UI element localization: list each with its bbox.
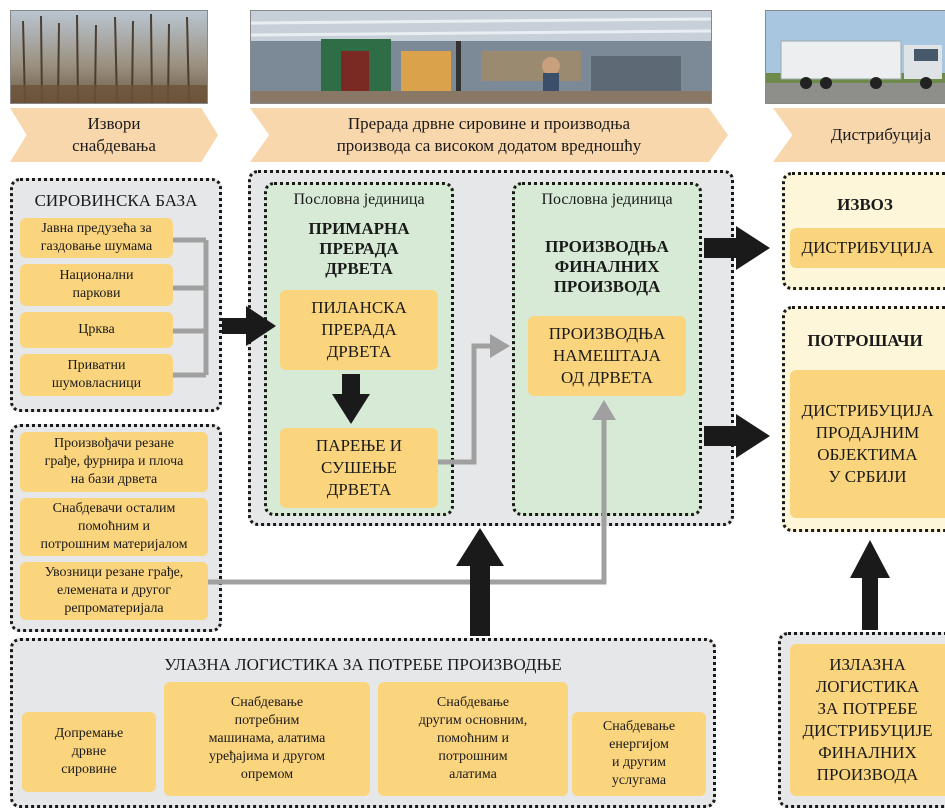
inbound-logistics-title: УЛАЗНА ЛОГИСТИКА ЗА ПОТРЕБЕ ПРОИЗВОДЊЕ bbox=[164, 655, 562, 674]
supplier-auxiliary-materials: Снабдевачи осталим помоћним и потрошним … bbox=[20, 498, 208, 556]
outbound-logistics-box: ИЗЛАЗНА ЛОГИСТИКА ЗА ПОТРЕБЕ ДИСТРИБУЦИЈ… bbox=[790, 644, 945, 796]
importers-to-furniture-arrowhead bbox=[592, 400, 616, 420]
raw-source-national-parks: Национални паркови bbox=[20, 264, 173, 306]
raw-source-private-owners: Приватни шумовласници bbox=[20, 354, 173, 396]
drying-to-furniture-connector bbox=[438, 343, 492, 465]
drying-to-furniture-arrowhead bbox=[490, 334, 510, 358]
truck-photo bbox=[765, 10, 945, 104]
consumers-title: ПОТРОШАЧИ bbox=[807, 331, 923, 350]
inbound-tools-supply: Снабдевање другим основним, помоћним и п… bbox=[378, 682, 568, 796]
inbound-to-processing-arrow bbox=[456, 528, 504, 636]
header-distribution: Дистрибуција bbox=[773, 108, 945, 162]
export-title: ИЗВОЗ bbox=[837, 195, 893, 214]
raw-source-bracket bbox=[173, 237, 209, 378]
steaming-drying-box: ПАРЕЊЕ И СУШЕЊЕ ДРВЕТА bbox=[280, 428, 438, 508]
primary-unit-title: ПРИМАРНА ПРЕРАДА ДРВЕТА bbox=[308, 219, 410, 278]
inbound-raw-wood-delivery: Допремање дрвне сировине bbox=[22, 712, 156, 792]
furniture-production-box: ПРОИЗВОДЊА НАМЕШТАЈА ОД ДРВЕТА bbox=[528, 316, 686, 396]
forest-photo bbox=[10, 10, 208, 104]
supplier-sawn-timber: Произвођачи резане грађе, фурнира и плоч… bbox=[20, 432, 208, 492]
inbound-machinery-supply: Снабдевање потребним машинама, алатима у… bbox=[164, 682, 370, 796]
final-to-consumers-arrow bbox=[704, 414, 770, 458]
retail-distribution-box: ДИСТРИБУЦИЈА ПРОДАЈНИМ ОБЈЕКТИМА У СРБИЈ… bbox=[790, 370, 945, 518]
final-unit-title: ПРОИЗВОДЊА ФИНАЛНИХ ПРОИЗВОДА bbox=[545, 237, 669, 296]
final-to-export-arrow bbox=[704, 226, 770, 270]
header-processing: Прерада дрвне сировине и производња прои… bbox=[250, 108, 728, 162]
factory-photo bbox=[250, 10, 712, 104]
sawmill-processing-box: ПИЛАНСКА ПРЕРАДА ДРВЕТА bbox=[280, 290, 438, 370]
final-unit-label: Пословна јединица bbox=[541, 191, 673, 208]
raw-base-to-sawmill-arrow bbox=[222, 306, 276, 346]
header-sources: Извори снабдевања bbox=[10, 108, 218, 162]
supplier-importers: Увозници резане грађе, елемената и друго… bbox=[20, 562, 208, 620]
outbound-to-consumers-arrow bbox=[850, 540, 890, 630]
raw-source-public-enterprises: Јавна предузећа за газдовање шумама bbox=[20, 218, 173, 258]
primary-unit-label: Пословна јединица bbox=[293, 191, 425, 208]
importers-to-furniture-connector bbox=[208, 420, 607, 585]
export-distribution-box: ДИСТРИБУЦИЈА bbox=[790, 228, 945, 268]
inbound-energy-supply: Снабдевање енергијом и другим услугама bbox=[572, 712, 706, 796]
raw-base-title: СИРОВИНСКА БАЗА bbox=[34, 191, 198, 210]
raw-source-church: Црква bbox=[20, 312, 173, 348]
sawmill-to-drying-arrow bbox=[332, 374, 370, 424]
